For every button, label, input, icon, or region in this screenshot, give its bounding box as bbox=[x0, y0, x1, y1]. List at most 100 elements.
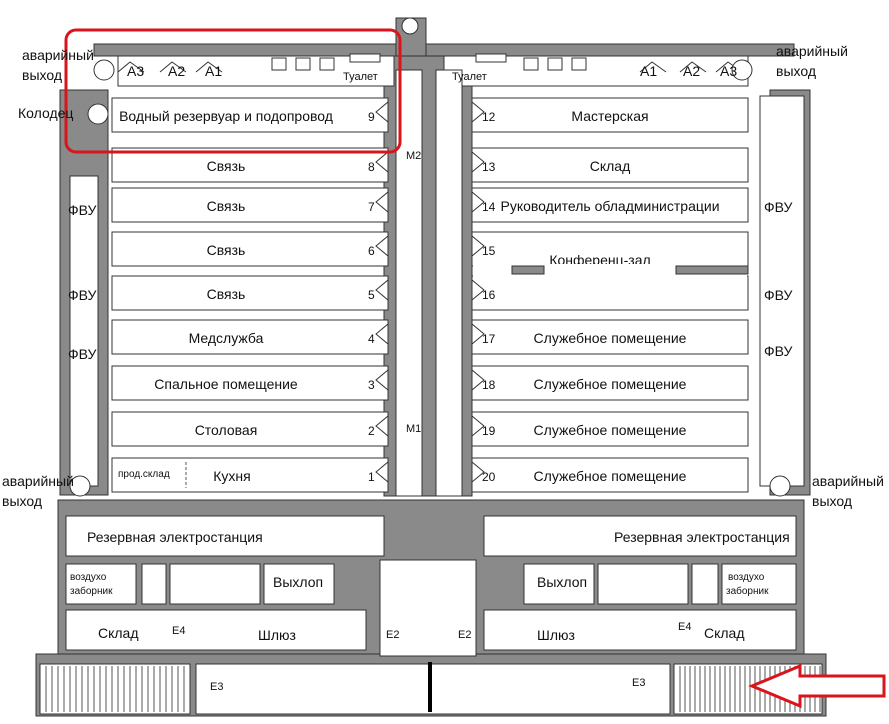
emergency-exit-hatch-top-right bbox=[731, 59, 753, 81]
room-outline bbox=[471, 231, 749, 267]
power-station-left-label: Резервная электростанция bbox=[87, 529, 263, 545]
lower-right-cell-2 bbox=[691, 563, 719, 605]
room-number: 12 bbox=[482, 110, 496, 124]
air-intake-right bbox=[721, 563, 797, 605]
partition-stub bbox=[675, 265, 749, 275]
air-intake-right-line2: заборник bbox=[726, 585, 769, 597]
room-number: 3 bbox=[368, 378, 375, 392]
fvu-label-right-3: ФВУ bbox=[764, 343, 793, 359]
room-name: Медслужба bbox=[189, 330, 264, 346]
room-name: Служебное помещение bbox=[534, 376, 687, 392]
lower-left-cell bbox=[141, 563, 167, 605]
exit-label-top-left-line2: выход bbox=[22, 67, 62, 83]
exit-label-top-right-line1: аварийный bbox=[776, 43, 848, 59]
airlock-door-a1-right bbox=[639, 61, 667, 73]
room-name: Мастерская bbox=[571, 108, 648, 124]
room-name: Руководитель обладминистрации bbox=[500, 198, 719, 214]
fvu-label-right-1: ФВУ bbox=[764, 199, 793, 215]
emergency-exit-hatch-bottom-right bbox=[769, 475, 791, 497]
room-outline bbox=[111, 411, 389, 447]
room-number: 16 bbox=[482, 288, 496, 302]
air-intake-left bbox=[65, 563, 137, 605]
room-number: 6 bbox=[368, 244, 375, 258]
door-mark bbox=[375, 151, 389, 173]
airlock-door-a2-right bbox=[679, 61, 707, 73]
door-label-e4-left: Е4 bbox=[172, 625, 185, 637]
door-mark bbox=[375, 191, 389, 213]
exhaust-left bbox=[263, 563, 335, 605]
fvu-label-left-2: ФВУ bbox=[68, 287, 97, 303]
store-right-label: Склад bbox=[704, 625, 745, 641]
door-mark bbox=[375, 235, 389, 257]
toilet-bowl-icon bbox=[295, 57, 311, 71]
left-room: Медслужба 4 bbox=[111, 319, 389, 355]
room-number: 1 bbox=[368, 470, 375, 484]
store-left-label: Склад bbox=[98, 625, 139, 641]
room-name: Кухня bbox=[213, 468, 250, 484]
airlock-label-a3-right: А3 bbox=[720, 63, 737, 79]
room-outline bbox=[111, 319, 389, 355]
lower-left-cell-2 bbox=[169, 563, 261, 605]
food-store-label: прод.склад bbox=[118, 469, 170, 480]
toilet-bowl-icon bbox=[523, 57, 539, 71]
exit-label-top-right-line2: выход bbox=[776, 63, 816, 79]
right-room: 12 Мастерская bbox=[471, 97, 749, 133]
top-wall bbox=[93, 43, 795, 57]
emergency-exit-hatch-bottom-left bbox=[69, 475, 91, 497]
entrance-arrow-icon bbox=[748, 663, 886, 709]
room-name: Служебное помещение bbox=[534, 422, 687, 438]
exhaust-left-label: Выхлоп bbox=[273, 574, 323, 590]
exit-label-bottom-left-line1: аварийный bbox=[2, 473, 74, 489]
entrance-corridor bbox=[195, 663, 671, 715]
left-airlock-strip bbox=[117, 55, 395, 87]
room-number: 17 bbox=[482, 332, 496, 346]
door-mark bbox=[375, 279, 389, 301]
room-outline bbox=[471, 319, 749, 355]
door-mark bbox=[471, 369, 485, 391]
room-outline bbox=[111, 457, 389, 493]
left-room: Кухня 1 прод.склад bbox=[111, 457, 389, 493]
well-label: Колодец bbox=[18, 105, 73, 121]
fvu-label-left-3: ФВУ bbox=[68, 346, 97, 362]
fvu-label-left-1: ФВУ bbox=[68, 202, 97, 218]
toilet-bowl-icon bbox=[271, 57, 287, 71]
room-outline bbox=[471, 275, 749, 311]
room-outline bbox=[471, 97, 749, 133]
power-station-left bbox=[65, 515, 385, 557]
sink-icon bbox=[349, 53, 381, 63]
room-outline bbox=[111, 231, 389, 267]
room-name: Связь bbox=[207, 286, 246, 302]
lock-left-label: Шлюз bbox=[258, 627, 296, 643]
passage-label-m1: М1 bbox=[406, 423, 421, 435]
lower-right-hall bbox=[483, 609, 797, 651]
exit-label-bottom-right-line1: аварийный bbox=[812, 473, 884, 489]
right-fvu-corridor bbox=[759, 95, 805, 487]
room-number: 14 bbox=[482, 200, 496, 214]
door-label-e4-right: Е4 bbox=[678, 621, 691, 633]
airlock-label-a1: А1 bbox=[205, 63, 222, 79]
airlock-label-a2: А2 bbox=[168, 63, 185, 79]
highlight-box bbox=[64, 28, 402, 154]
room-name: Служебное помещение bbox=[534, 468, 687, 484]
room-name: Склад bbox=[590, 158, 631, 174]
room-number: 4 bbox=[368, 332, 375, 346]
exhaust-right bbox=[523, 563, 595, 605]
toilet-label-right: Туалет bbox=[452, 71, 487, 83]
airlock-label-a1-right: А1 bbox=[640, 63, 657, 79]
room-outline bbox=[471, 147, 749, 183]
room-name: Связь bbox=[207, 158, 246, 174]
door-mark bbox=[471, 235, 485, 257]
door-mark bbox=[471, 151, 485, 173]
power-station-right bbox=[483, 515, 797, 557]
room-outline bbox=[471, 411, 749, 447]
toilet-bowl-icon bbox=[319, 57, 335, 71]
